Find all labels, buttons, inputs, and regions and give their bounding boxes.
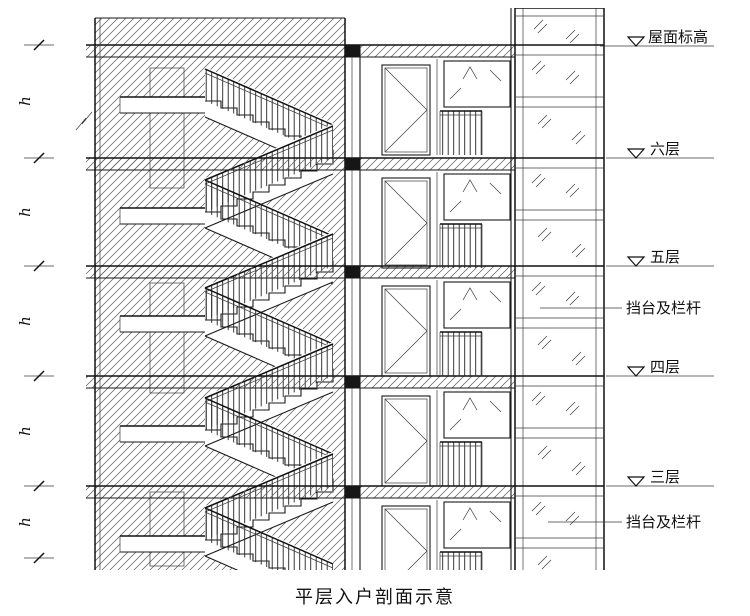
elevation-mark-icon xyxy=(627,256,645,267)
annotation-roof-level: 屋面标高 xyxy=(600,28,714,47)
annotation-railing-lower: 挡台及栏杆 xyxy=(548,513,701,531)
bay-story xyxy=(381,389,511,487)
dimension-h-label: h xyxy=(16,96,34,106)
dimension-tick xyxy=(24,480,54,492)
bay-story xyxy=(381,499,511,570)
annotation-floor-4: 四层 xyxy=(606,358,714,377)
wall-niches xyxy=(149,67,185,567)
dimension-h-label: h xyxy=(16,316,34,326)
floor-slabs xyxy=(86,44,515,499)
drawing-body xyxy=(86,8,605,570)
annotations: 屋面标高 六层 五层 挡台及栏杆 四层 三层 挡台及栏杆 xyxy=(540,28,714,531)
roof-level-label: 屋面标高 xyxy=(648,28,708,46)
annotation-railing-upper: 挡台及栏杆 xyxy=(540,299,701,317)
dimension-tick xyxy=(24,260,54,272)
dimension-tick xyxy=(24,370,54,382)
break-mark-icon xyxy=(75,111,93,131)
bay-walls xyxy=(344,8,512,570)
elevation-mark-icon xyxy=(627,36,645,47)
elevation-mark-icon xyxy=(627,148,645,159)
dimension-h-label: h xyxy=(16,517,34,527)
bay-story xyxy=(381,171,511,269)
elevation-mark-icon xyxy=(627,366,645,377)
bay-story xyxy=(381,58,511,156)
dimension-tick xyxy=(24,39,54,51)
drawing-title: 平层入户剖面示意 xyxy=(295,587,455,608)
dimension-tick xyxy=(24,152,54,164)
dimension-tick xyxy=(24,552,54,564)
floor-4-label: 四层 xyxy=(650,358,680,376)
annotation-floor-3: 三层 xyxy=(606,468,714,487)
annotation-floor-6: 六层 xyxy=(606,140,714,159)
railing-upper-label: 挡台及栏杆 xyxy=(626,299,701,317)
annotation-floor-5: 五层 xyxy=(606,248,714,267)
glazed-wall xyxy=(514,8,605,570)
railing-lower-label: 挡台及栏杆 xyxy=(626,513,701,531)
bay-story xyxy=(381,279,511,377)
floor-3-label: 三层 xyxy=(650,468,680,486)
entry-bay xyxy=(381,58,511,570)
dimension-chain: h h h h h xyxy=(16,39,93,564)
floor-6-label: 六层 xyxy=(650,140,680,158)
elevation-mark-icon xyxy=(627,476,645,487)
dimension-h-label: h xyxy=(16,426,34,436)
floor-5-label: 五层 xyxy=(650,248,680,266)
dimension-h-label: h xyxy=(16,207,34,217)
